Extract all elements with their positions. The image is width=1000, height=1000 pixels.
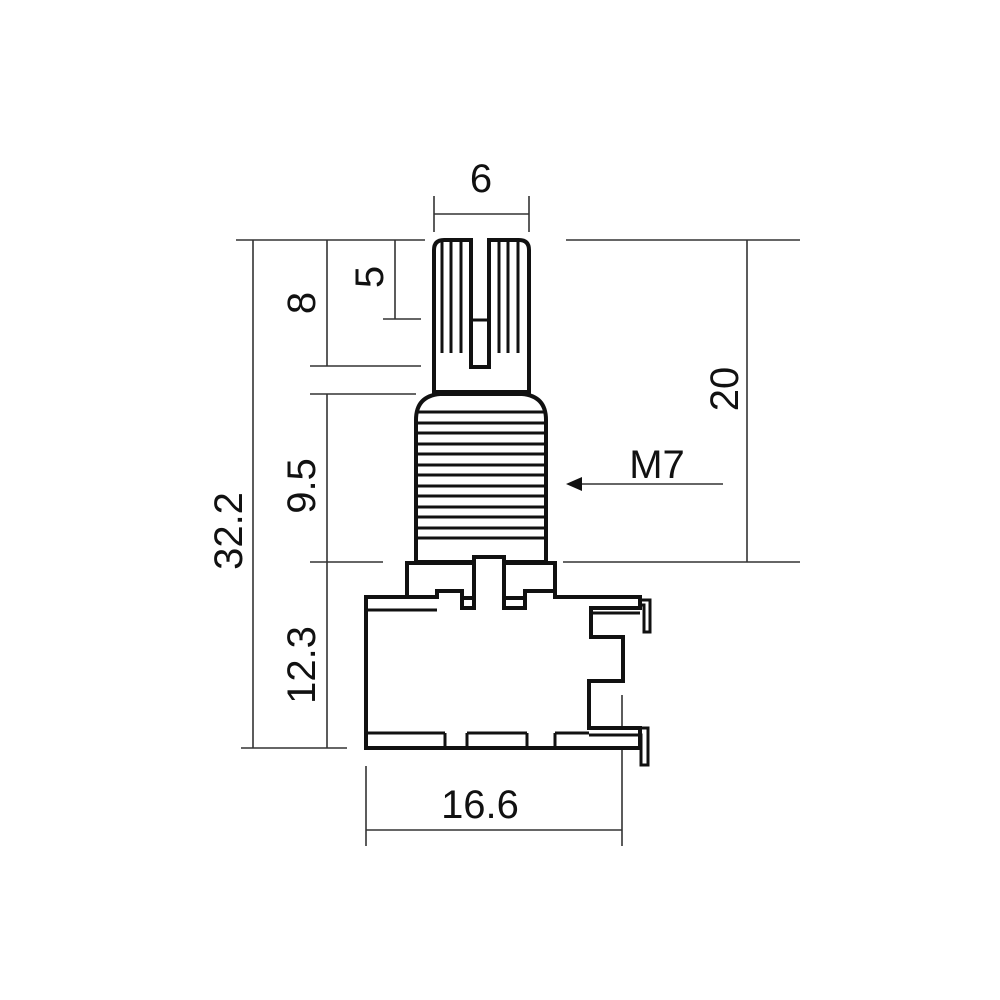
- threaded-bushing: [414, 392, 548, 564]
- knurled-shaft: [432, 238, 531, 394]
- label-shaft-diameter: 6: [470, 157, 492, 201]
- label-slot-depth: 5: [348, 266, 392, 288]
- dimension-labels: 6 5 8 9.5 12.3 32.2 20 M7 16.6: [207, 157, 747, 827]
- label-knurl-length: 8: [280, 292, 324, 314]
- label-body-height: 12.3: [280, 626, 324, 704]
- label-overall-height: 32.2: [207, 492, 251, 570]
- pot-body: [364, 555, 652, 767]
- label-bushing-length: 9.5: [280, 458, 324, 514]
- dimension-lines: [236, 196, 800, 846]
- label-body-width: 16.6: [441, 783, 519, 827]
- arrow-head-icon: [566, 477, 582, 491]
- label-shaft-from-mount: 20: [703, 367, 747, 412]
- label-thread: M7: [629, 443, 685, 487]
